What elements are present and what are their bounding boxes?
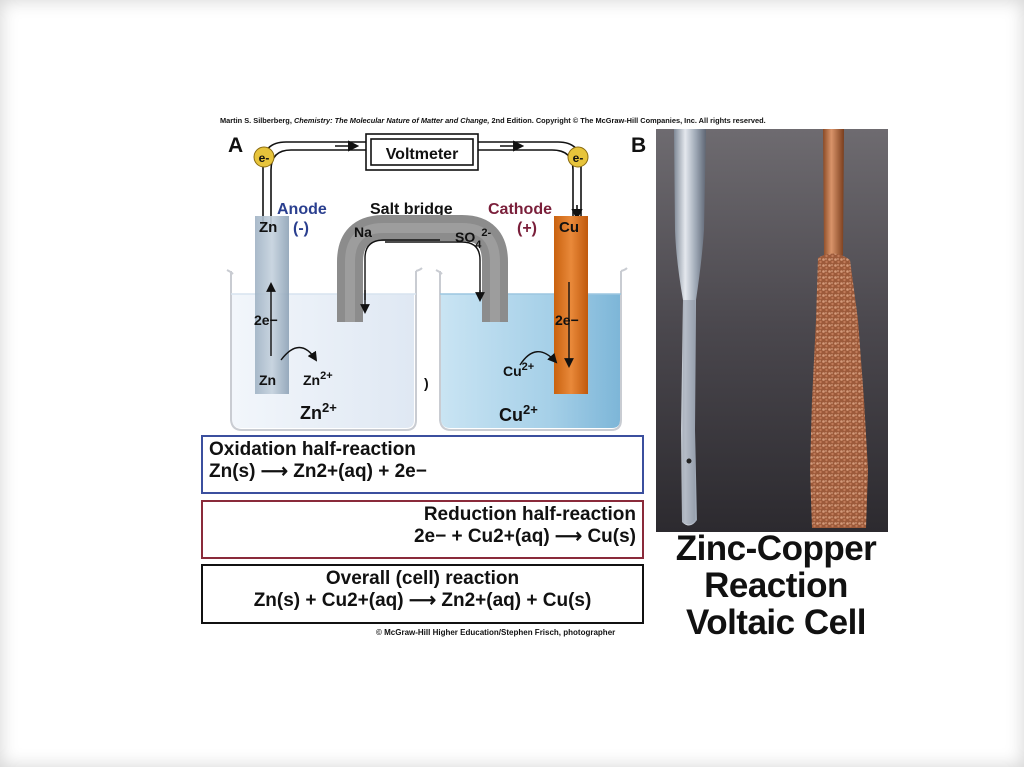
oxidation-box: Oxidation half-reaction Zn(s) ⟶ Zn2+(aq)…	[201, 435, 644, 494]
so4-text: SO	[455, 229, 475, 245]
cathode-2e-label: 2e−	[555, 312, 579, 328]
panel-b-letter: B	[631, 134, 646, 157]
voltmeter-label: Voltmeter	[386, 146, 459, 163]
zinc-copper-photo	[656, 129, 888, 532]
so4-sup: 2-	[481, 227, 491, 239]
anode-2e-label: 2e−	[254, 312, 278, 328]
oxidation-equation: Zn(s) ⟶ Zn2+(aq) + 2e−	[209, 460, 427, 482]
so4-sub: 4	[475, 239, 482, 251]
anode-solution-label: Zn2+	[300, 400, 337, 423]
credit-book: Chemistry: The Molecular Nature of Matte…	[293, 116, 490, 125]
credit-edition: 2nd Edition. Copyright © The McGraw-Hill…	[491, 116, 766, 125]
oxidation-arrow	[280, 346, 318, 362]
zinc-electrode	[255, 216, 289, 394]
photo-caption: Zinc-Copper Reaction Voltaic Cell	[662, 529, 890, 642]
electron-badge-right: e-	[567, 146, 589, 168]
anode-zn2-ion-label: Zn2+	[303, 370, 333, 388]
salt-bridge-label: Salt bridge	[370, 201, 453, 218]
na-ion-label: Na	[354, 224, 372, 240]
reduction-equation: 2e− + Cu2+(aq) ⟶ Cu(s)	[413, 525, 636, 547]
anode-sign: (-)	[293, 220, 309, 237]
copper-electrode	[554, 216, 588, 394]
cu-electrode-label: Cu	[559, 219, 579, 236]
caption-line-1: Zinc-Copper	[675, 529, 877, 568]
overall-equation: Zn(s) + Cu2+(aq) ⟶ Zn2+(aq) + Cu(s)	[253, 589, 592, 611]
panel-a-letter: A	[228, 134, 243, 157]
reduction-arrow	[519, 351, 558, 366]
zn-electrode-label: Zn	[259, 219, 277, 236]
anode-label: Anode	[277, 201, 327, 218]
stray-paren: )	[424, 375, 429, 391]
anode-zn-atom-label: Zn	[259, 372, 276, 388]
caption-line-2: Reaction	[704, 565, 848, 605]
credit-author: Martin S. Silberberg,	[220, 116, 292, 125]
cathode-sign: (+)	[517, 220, 537, 237]
overall-box: Overall (cell) reaction Zn(s) + Cu2+(aq)…	[201, 564, 644, 624]
cation-flow-arrow	[364, 239, 440, 300]
zn2-ion-text: Zn	[303, 372, 320, 388]
cu2-ion-sup: 2+	[522, 361, 535, 373]
anion-flow-arrow	[385, 241, 481, 300]
electron-badge-left: e-	[253, 146, 275, 168]
zn-solution-text: Zn	[300, 403, 322, 423]
caption-line-3: Voltaic Cell	[685, 602, 867, 642]
reduction-title: Reduction half-reaction	[423, 504, 636, 525]
overall-title: Overall (cell) reaction	[325, 568, 520, 589]
electron-right-text: e-	[573, 151, 584, 165]
cu-solution-text: Cu	[499, 405, 523, 425]
cu2-ion-text: Cu	[503, 363, 522, 379]
cathode-label: Cathode	[488, 201, 552, 218]
photo-credit: © McGraw-Hill Higher Education/Stephen F…	[376, 628, 616, 637]
zn-solution-sup: 2+	[322, 400, 337, 415]
electron-left-text: e-	[259, 151, 270, 165]
reduction-box: Reduction half-reaction 2e− + Cu2+(aq) ⟶…	[201, 500, 644, 559]
oxidation-title: Oxidation half-reaction	[209, 439, 416, 460]
cathode-cu2-ion-label: Cu2+	[503, 361, 534, 379]
sulfate-ion-label: SO42-	[455, 227, 491, 251]
cathode-solution-label: Cu2+	[499, 402, 538, 425]
voltmeter: Voltmeter	[365, 133, 479, 171]
copyright-credit-top: Martin S. Silberberg, Chemistry: The Mol…	[220, 116, 880, 125]
cu-solution-sup: 2+	[523, 402, 538, 417]
zn2-ion-sup: 2+	[320, 370, 333, 382]
